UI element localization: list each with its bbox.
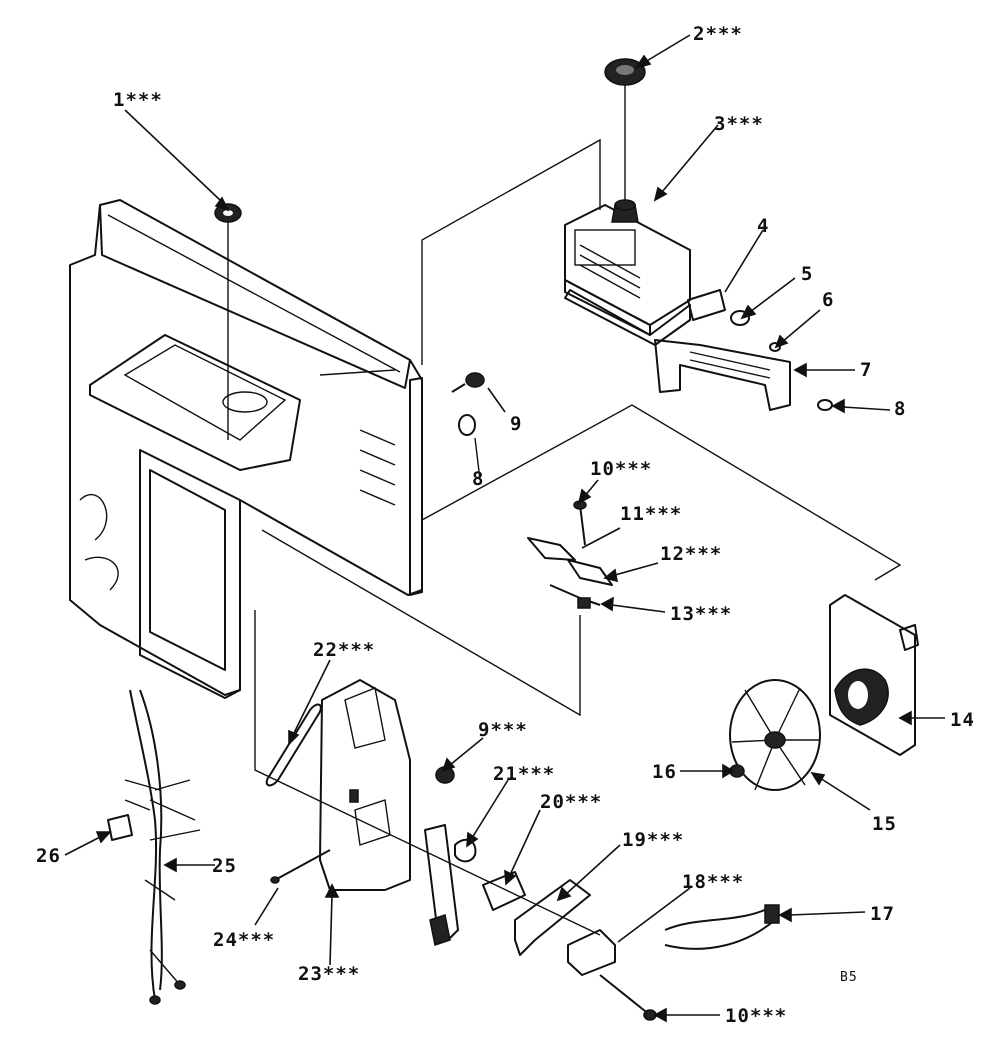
callout-13: 13*** bbox=[670, 603, 732, 625]
pin-part-24 bbox=[270, 849, 331, 884]
callout-5: 5 bbox=[801, 263, 813, 285]
callout-16: 16 bbox=[652, 761, 677, 783]
washer-part-6 bbox=[769, 342, 781, 352]
callout-17: 17 bbox=[870, 903, 895, 925]
callout-labels: 1*** 2*** 3*** 4 5 6 7 8 9 8 10*** 11***… bbox=[36, 23, 975, 1027]
callout-9-lower: 9*** bbox=[478, 719, 528, 741]
gasket-part-2 bbox=[604, 58, 646, 86]
callout-3: 3*** bbox=[714, 113, 764, 135]
relay-part-18 bbox=[567, 929, 616, 976]
screw-part-10-lower bbox=[599, 974, 657, 1021]
lever-part-13 bbox=[549, 584, 601, 609]
spring-part-22 bbox=[265, 703, 322, 787]
clip-part-26 bbox=[107, 814, 133, 841]
fan-motor-part-14 bbox=[829, 594, 919, 756]
callout-8-side: 8 bbox=[472, 468, 484, 490]
callout-11: 11*** bbox=[620, 503, 682, 525]
nut-part-5 bbox=[730, 310, 750, 326]
callout-7: 7 bbox=[860, 359, 872, 381]
callout-6: 6 bbox=[822, 289, 834, 311]
wire-lead-part-17 bbox=[664, 904, 780, 950]
fan-blade-part-15 bbox=[729, 679, 821, 791]
callout-14: 14 bbox=[950, 709, 975, 731]
callout-18: 18*** bbox=[682, 871, 744, 893]
callout-21: 21*** bbox=[493, 763, 555, 785]
plate-part-19 bbox=[514, 879, 591, 956]
callout-26: 26 bbox=[36, 845, 61, 867]
callout-15: 15 bbox=[872, 813, 897, 835]
duct-part-7 bbox=[654, 339, 791, 411]
wire-harness-part-25 bbox=[124, 689, 201, 1005]
callout-12: 12*** bbox=[660, 543, 722, 565]
lever-part-21 bbox=[424, 824, 477, 946]
screw-part-8-side bbox=[458, 414, 481, 481]
callout-10-lower: 10*** bbox=[725, 1005, 787, 1027]
callout-9-side: 9 bbox=[510, 413, 522, 435]
callout-8-duct: 8 bbox=[894, 398, 906, 420]
screw-part-8 bbox=[817, 399, 833, 411]
screw-part-10 bbox=[573, 500, 587, 546]
latch-bracket-part-23 bbox=[319, 679, 411, 891]
callout-23: 23*** bbox=[298, 963, 360, 985]
bracket-part-4 bbox=[687, 289, 726, 321]
callout-20: 20*** bbox=[540, 791, 602, 813]
callout-1: 1*** bbox=[113, 89, 163, 111]
callout-4: 4 bbox=[757, 215, 769, 237]
bracket-part-11 bbox=[527, 537, 576, 561]
oven-cavity-chassis bbox=[69, 199, 423, 699]
page-code: B5 bbox=[840, 970, 858, 985]
switch-part-12 bbox=[567, 559, 613, 586]
callout-10: 10*** bbox=[590, 458, 652, 480]
callout-19: 19*** bbox=[622, 829, 684, 851]
assembly-guide-lines bbox=[227, 85, 902, 936]
callout-2: 2*** bbox=[693, 23, 743, 45]
screw-part-9 bbox=[451, 372, 485, 393]
callout-25: 25 bbox=[212, 855, 237, 877]
callout-22: 22*** bbox=[313, 639, 375, 661]
switch-part-20 bbox=[482, 871, 526, 911]
leader-lines bbox=[64, 34, 945, 1023]
magnetron-part-3 bbox=[564, 199, 691, 346]
callout-24: 24*** bbox=[213, 929, 275, 951]
